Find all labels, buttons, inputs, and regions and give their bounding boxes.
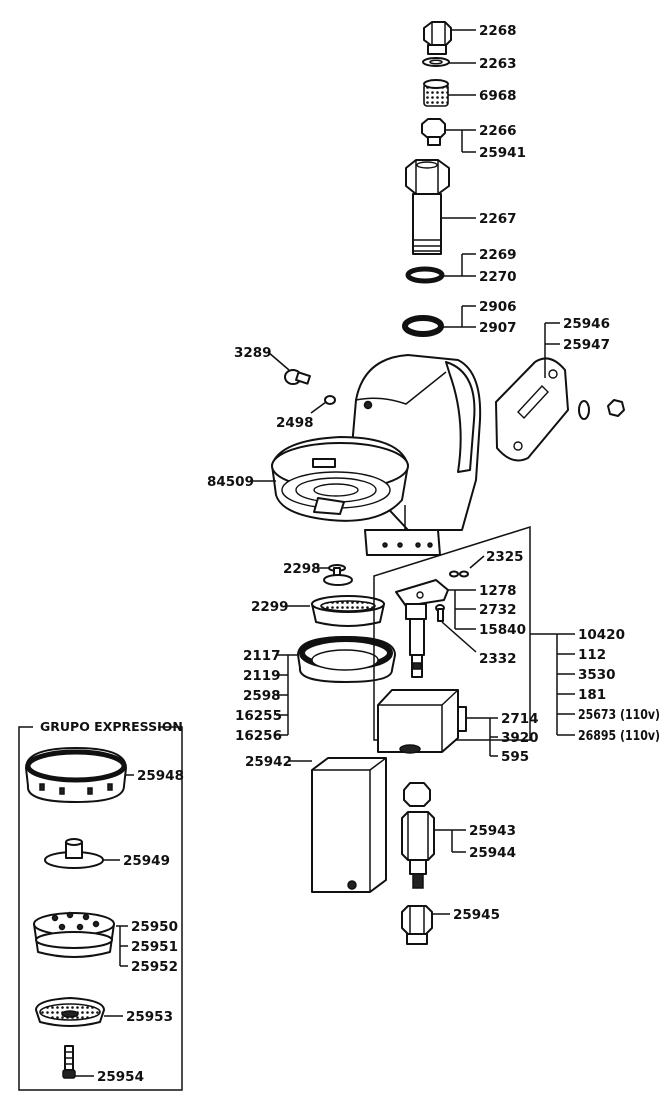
part-25943-fitting [401, 811, 435, 889]
label-25954: 25954 [97, 1069, 144, 1085]
label-2907: 2907 [479, 320, 517, 336]
label-2732: 2732 [479, 602, 517, 618]
label-25949: 25949 [123, 853, 170, 869]
part-2267-pipe [405, 159, 450, 255]
label-595: 595 [501, 749, 529, 765]
label-84509: 84509 [207, 474, 254, 490]
group-head-body [271, 354, 482, 556]
part-nut-washer [578, 400, 590, 420]
label-16256: 16256 [235, 728, 282, 744]
label-25950: 25950 [131, 919, 178, 935]
inset-title: GRUPO EXPRESSION [40, 719, 183, 734]
part-number-labels: 2268 2263 6968 2266 25941 2267 2269 2270… [207, 23, 660, 923]
inset-grupo-expression: GRUPO EXPRESSION [18, 719, 184, 1091]
label-2270: 2270 [479, 269, 517, 285]
label-1278: 1278 [479, 583, 517, 599]
part-2498-washer [324, 395, 336, 405]
part-2266-fitting [421, 118, 446, 146]
part-2325-clips [449, 570, 469, 578]
part-2117-gasket-ring [297, 636, 396, 683]
part-3289-screw [284, 369, 311, 385]
part-2263-washer-hole [429, 59, 443, 65]
label-25946: 25946 [563, 316, 610, 332]
label-6968: 6968 [479, 88, 517, 104]
part-2714-solenoid-coil [377, 689, 467, 754]
label-3920: 3920 [501, 730, 539, 746]
label-3289: 3289 [234, 345, 272, 361]
part-2270-o-ring [405, 266, 445, 284]
label-25673: 25673 (110v) [578, 707, 660, 723]
label-2268: 2268 [479, 23, 517, 39]
label-16255: 16255 [235, 708, 282, 724]
part-25942-cover [311, 757, 387, 893]
part-2299-shower-screen [311, 595, 385, 627]
label-2117: 2117 [243, 648, 281, 664]
label-25951: 25951 [131, 939, 178, 955]
leader-lines [250, 29, 575, 915]
label-25941: 25941 [479, 145, 526, 161]
part-2263-washer [422, 57, 450, 67]
label-2299: 2299 [251, 599, 289, 615]
part-nut-25943 [403, 782, 431, 807]
label-25943: 25943 [469, 823, 516, 839]
label-2325: 2325 [486, 549, 524, 565]
part-2732-screw [435, 604, 445, 622]
solenoid-group-box [373, 525, 531, 741]
label-25953: 25953 [126, 1009, 173, 1025]
label-2266: 2266 [479, 123, 517, 139]
label-2263: 2263 [479, 56, 517, 72]
label-2598: 2598 [243, 688, 281, 704]
label-181: 181 [578, 687, 606, 703]
label-25942: 25942 [245, 754, 292, 770]
label-25947: 25947 [563, 337, 610, 353]
label-2906: 2906 [479, 299, 517, 315]
part-1278-valve-body [395, 579, 449, 678]
label-2267: 2267 [479, 211, 517, 227]
part-25946-side-plate [495, 357, 569, 462]
label-112: 112 [578, 647, 606, 663]
part-25945-adapter [401, 905, 433, 945]
label-10420: 10420 [578, 627, 625, 643]
label-25945: 25945 [453, 907, 500, 923]
label-2332: 2332 [479, 651, 517, 667]
label-26895: 26895 (110v) [578, 728, 660, 744]
label-2498: 2498 [276, 415, 314, 431]
part-25949-disc [44, 838, 104, 869]
label-2298: 2298 [283, 561, 321, 577]
part-6968-filter-screen [423, 79, 449, 107]
part-25950-basket [33, 911, 115, 958]
label-3530: 3530 [578, 667, 616, 683]
label-25948: 25948 [137, 768, 184, 784]
label-25952: 25952 [131, 959, 178, 975]
label-15840: 15840 [479, 622, 526, 638]
label-2269: 2269 [479, 247, 517, 263]
part-25953-shower-plate [35, 997, 105, 1027]
label-2119: 2119 [243, 668, 281, 684]
part-2298-screw [323, 564, 353, 586]
part-2907-gasket [402, 315, 444, 337]
part-25948-ring [25, 747, 127, 803]
label-2714: 2714 [501, 711, 539, 727]
part-2268-hex-plug [423, 21, 452, 55]
label-25944: 25944 [469, 845, 516, 861]
part-nut [607, 399, 625, 417]
part-25954-screw [62, 1045, 76, 1079]
